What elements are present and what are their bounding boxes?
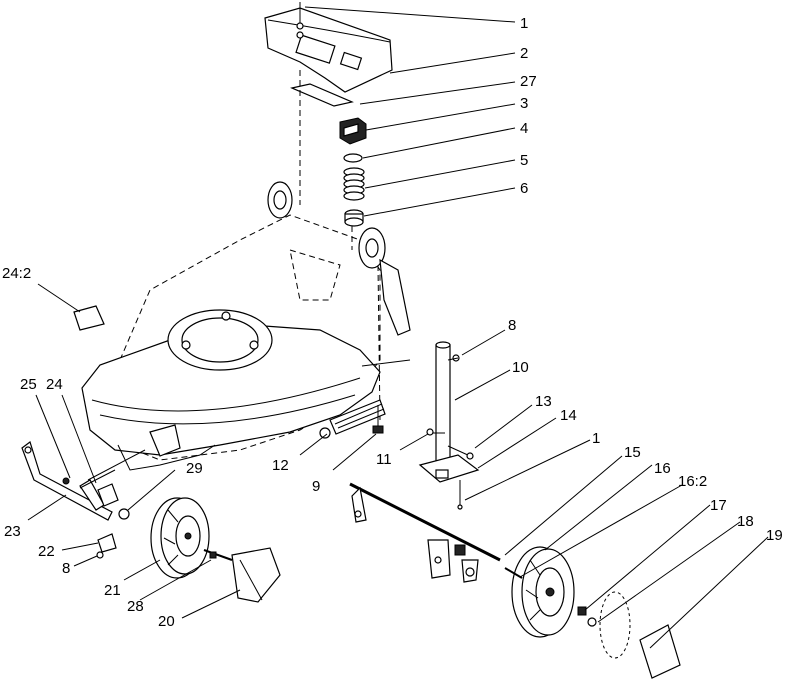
callout-28: 28 [127,598,144,615]
decal-part-24-2 [73,305,105,331]
bracket-part-29 [97,483,130,520]
callout-4: 4 [520,120,528,137]
hubcap-part-20 [231,547,281,603]
callout-9: 9 [312,478,320,495]
front-axle-part-15 [349,482,501,583]
nut-part-18 [587,617,597,627]
screw-part-11 [426,428,445,436]
screw-part-1-lower [457,480,463,510]
bracket-part-3 [339,117,367,145]
decal-plate-part [290,83,354,107]
clamp-part-22 [97,533,117,553]
callout-19: 19 [766,527,783,544]
clip-part-25 [62,477,70,485]
callout-13: 13 [535,393,552,410]
wheel-part-16 [511,546,575,638]
handle-cover-part [264,7,393,93]
callout-labels: 1 2 27 3 4 5 6 24:2 8 10 13 14 1 25 24 2… [2,15,783,630]
washer-part-4 [343,153,363,163]
screw-part-9 [372,405,384,434]
callout-14: 14 [560,407,577,424]
mower-deck [81,214,381,471]
screw-part-8-top [447,354,460,362]
rear-wheel-right [358,227,386,269]
callout-27: 27 [520,73,537,90]
callout-15: 15 [624,444,641,461]
callout-16: 16 [654,460,671,477]
axle-bolt-part-16-2 [504,567,523,579]
callout-8-lower: 8 [62,560,70,577]
callout-20: 20 [158,613,175,630]
wheel-part-21 [150,497,210,579]
callout-12: 12 [272,457,289,474]
screw-part-1-top [296,2,304,30]
spring-part-5 [343,167,365,201]
callout-3: 3 [520,95,528,112]
callout-11: 11 [376,451,392,468]
spring-part-12 [319,399,386,439]
bolt-part-13 [447,445,474,460]
callout-17: 17 [710,497,727,514]
callout-1-lower: 1 [592,430,600,447]
callout-1-top: 1 [520,15,528,32]
bushing-part-6 [344,209,364,227]
callout-6: 6 [520,180,528,197]
callout-24-2: 24:2 [2,265,31,282]
callout-5: 5 [520,152,528,169]
callout-22: 22 [38,543,55,560]
spacer-part-17 [577,606,587,616]
screw-part-8-lower [96,551,104,559]
leader-lines [27,6,769,649]
callout-23: 23 [4,523,21,540]
callout-2: 2 [520,45,528,62]
callout-25: 25 [20,376,37,393]
callout-8-upper: 8 [508,317,516,334]
callout-21: 21 [104,582,121,599]
rear-bracket [379,258,411,336]
callout-29: 29 [186,460,203,477]
rear-wheel-left [267,181,293,219]
height-adjust-column-part-10 [418,341,480,483]
callout-18: 18 [737,513,754,530]
callout-10: 10 [512,359,529,376]
callout-24: 24 [46,376,63,393]
hubcap-part-19 [599,591,681,679]
callout-16-2: 16:2 [678,473,707,490]
assembly-line [377,264,381,421]
axle-bolt-part-28 [203,549,233,561]
